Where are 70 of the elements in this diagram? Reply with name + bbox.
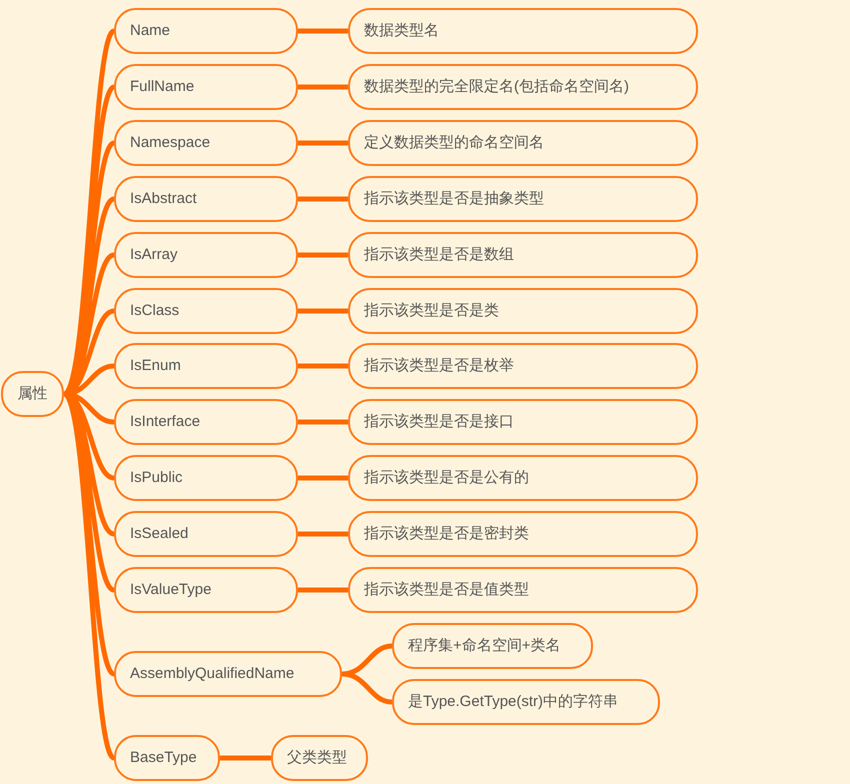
topic-box	[348, 343, 698, 389]
topic-box	[348, 176, 698, 222]
topic-box	[114, 735, 220, 781]
connector-line	[298, 420, 348, 424]
topic-label: 指示该类型是否是抽象类型	[364, 190, 544, 208]
connector-line	[220, 756, 271, 760]
topic-label: IsArray	[130, 246, 178, 264]
topic-box	[348, 288, 698, 334]
topic-label: IsEnum	[130, 356, 181, 376]
connector-line	[298, 588, 348, 592]
topic-label: 定义数据类型的命名空间名	[364, 134, 544, 152]
topic-label: 程序集+命名空间+类名	[408, 636, 561, 656]
topic-label: AssemblyQualifiedName	[130, 664, 294, 684]
topic-label: IsInterface	[130, 412, 200, 432]
topic-box	[114, 399, 298, 445]
topic-box	[114, 176, 298, 222]
connector-line	[298, 196, 348, 202]
connector-line	[298, 84, 348, 90]
connector-line	[298, 364, 348, 368]
topic-box	[348, 567, 698, 613]
topic-label: IsValueType	[130, 580, 212, 600]
topic-box	[392, 623, 593, 669]
topic-box	[114, 8, 298, 54]
connector-line	[298, 252, 348, 258]
topic-box	[114, 651, 342, 697]
topic-label: 指示该类型是否是密封类	[364, 524, 529, 544]
connector-line	[298, 532, 348, 536]
topic-label: 指示该类型是否是公有的	[364, 468, 529, 488]
topic-label: 指示该类型是否是接口	[364, 412, 514, 432]
topic-box	[348, 8, 698, 54]
topic-label: IsAbstract	[130, 190, 197, 208]
topic-label: Namespace	[130, 134, 210, 152]
topic-box	[348, 232, 698, 278]
topic-label: 数据类型的完全限定名(包括命名空间名)	[364, 78, 629, 96]
topic-box	[392, 679, 660, 725]
topic-label: Name	[130, 22, 170, 40]
topic-label: 父类类型	[287, 748, 347, 768]
topic-box	[348, 455, 698, 501]
connector-line	[298, 28, 348, 34]
topic-label: IsSealed	[130, 524, 188, 544]
connector-line	[298, 476, 348, 480]
branch-lines	[340, 644, 394, 704]
topic-label: 指示该类型是否是枚举	[364, 356, 514, 376]
topic-label: IsPublic	[130, 468, 183, 488]
topic-box	[114, 511, 298, 557]
topic-label: 指示该类型是否是类	[364, 302, 499, 320]
topic-label: 数据类型名	[364, 22, 439, 40]
topic-box	[114, 232, 298, 278]
root-topic-box	[1, 371, 64, 417]
topic-box	[114, 455, 298, 501]
topic-box	[348, 120, 698, 166]
topic-box	[348, 64, 698, 110]
topic-box	[271, 735, 368, 781]
branch-lines	[62, 28, 116, 760]
topic-label: 指示该类型是否是数组	[364, 246, 514, 264]
connector-line	[298, 308, 348, 314]
topic-label: 指示该类型是否是值类型	[364, 580, 529, 600]
connector-line	[298, 140, 348, 146]
topic-label: 是Type.GetType(str)中的字符串	[408, 692, 618, 712]
topic-box	[114, 64, 298, 110]
topic-label: FullName	[130, 78, 194, 96]
topic-box	[348, 399, 698, 445]
topic-box	[114, 120, 298, 166]
topic-box	[348, 511, 698, 557]
topic-label: 属性	[18, 384, 48, 404]
topic-box	[114, 343, 298, 389]
topic-box	[114, 288, 298, 334]
topic-box	[114, 567, 298, 613]
topic-label: BaseType	[130, 748, 197, 768]
topic-label: IsClass	[130, 302, 180, 320]
